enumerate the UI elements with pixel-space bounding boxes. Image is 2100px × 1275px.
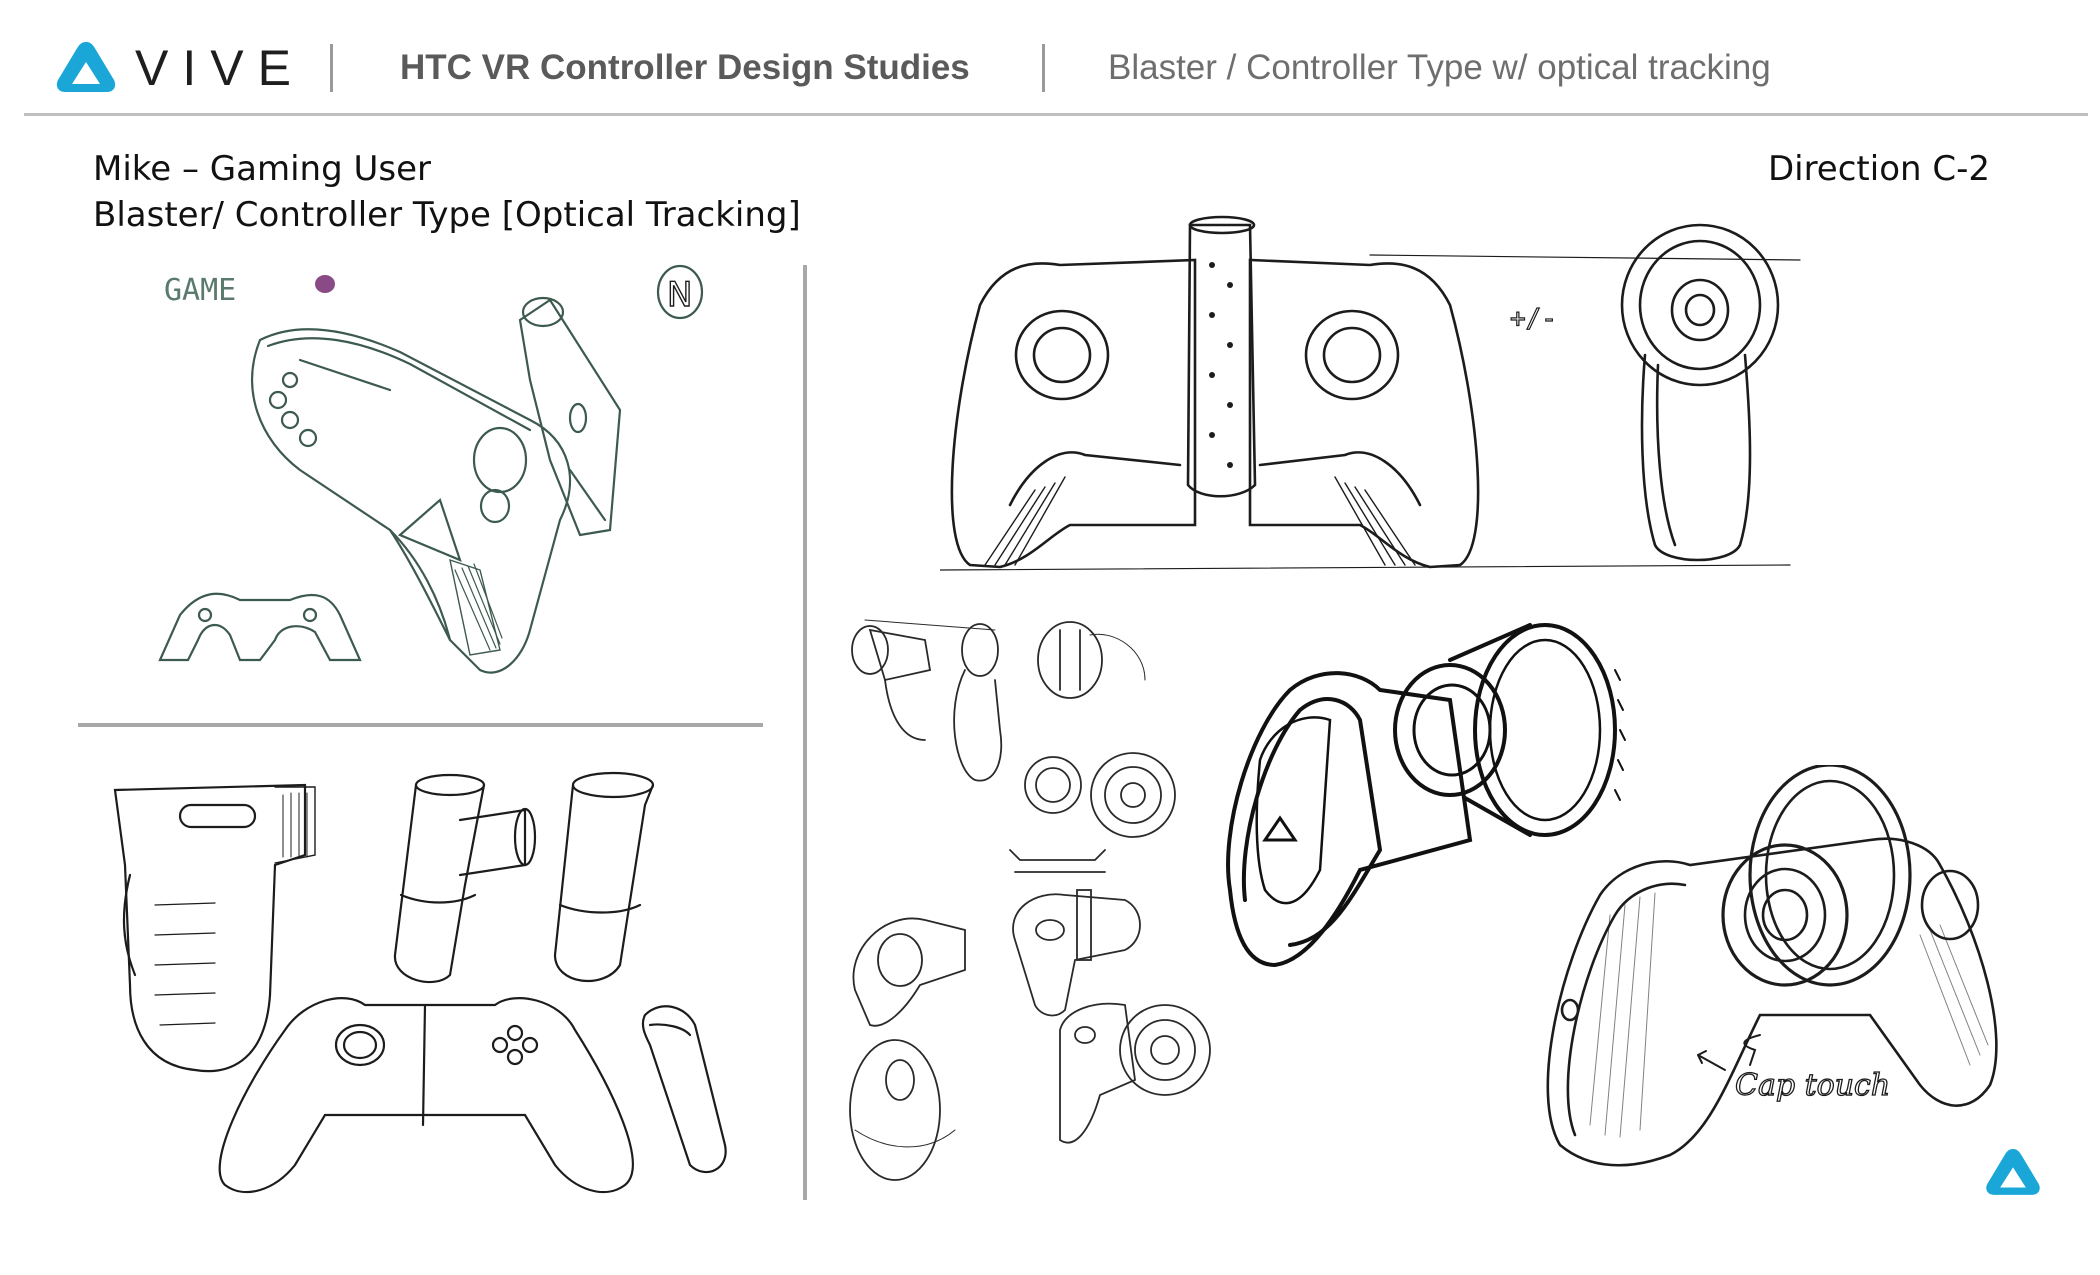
brand-wordmark: VIVE — [135, 40, 305, 96]
svg-text:N: N — [667, 275, 692, 315]
game-note: GAME — [164, 273, 236, 308]
user-persona: Mike – Gaming User — [93, 149, 431, 189]
header-rule — [24, 113, 2088, 116]
page-subtitle: Blaster / Controller Type w/ optical tra… — [1108, 48, 1771, 87]
purple-dot — [315, 275, 335, 293]
front-side-view-sketch: +/- — [940, 215, 1820, 585]
svg-text:+/-: +/- — [1510, 304, 1557, 334]
bold-controller-sketch — [1220, 610, 1640, 990]
page-title: HTC VR Controller Design Studies — [400, 48, 970, 87]
cap-touch-note: Cap touch — [1735, 1068, 1890, 1103]
grip-variations-sketch — [105, 765, 745, 1205]
header-bar: VIVE HTC VR Controller Design Studies Bl… — [0, 0, 2100, 120]
small-studies-sketch — [845, 610, 1215, 1200]
direction-label: Direction C-2 — [1767, 149, 1990, 189]
header-separator — [330, 44, 333, 92]
controller-type: Blaster/ Controller Type [Optical Tracki… — [93, 195, 801, 235]
vive-logo-icon — [56, 42, 116, 92]
meta-block: Mike – Gaming User Blaster/ Controller T… — [93, 146, 801, 238]
cap-touch-controller-sketch: Cap touch — [1500, 765, 2040, 1195]
vertical-divider — [803, 265, 807, 1200]
horizontal-divider — [78, 723, 763, 727]
triangle-logo-icon — [1262, 815, 1298, 842]
blaster-pistol-sketch: GAME N — [150, 260, 710, 700]
n-mark: N — [656, 264, 704, 320]
vive-corner-logo-icon — [1986, 1149, 2040, 1195]
header-separator — [1042, 44, 1045, 92]
